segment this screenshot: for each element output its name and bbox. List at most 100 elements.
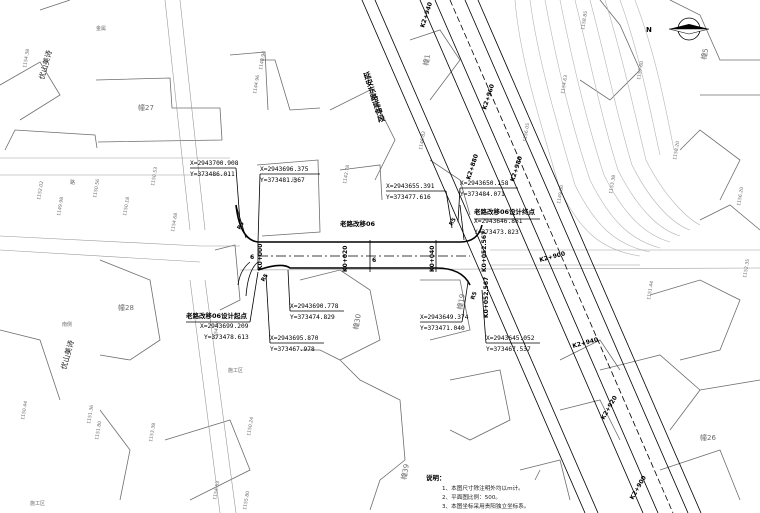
coord-7-y: Y=373478.613 xyxy=(204,334,249,341)
radius-3: R5 xyxy=(261,273,270,283)
end-label: 老路改移06设计终点 xyxy=(473,207,536,216)
notes-heading: 说明： xyxy=(426,473,446,482)
station-k2-900-b: K2+900 xyxy=(629,475,648,501)
station-k0-052-567-b: K0+052.567 xyxy=(483,277,490,318)
elevation-label: 1152.35 xyxy=(742,259,751,279)
coord-9-y: Y=373471.040 xyxy=(420,325,465,332)
relocated-road-06 xyxy=(235,204,483,286)
coord-7-x: X=2943699.209 xyxy=(200,323,249,330)
elevation-label: 1152.02 xyxy=(36,181,45,201)
elevation-label: 1154.53 xyxy=(212,481,221,501)
north-arrow-needle-icon xyxy=(669,24,709,29)
coord-6-y: Y=373474.829 xyxy=(290,314,335,321)
coord-8-x: X=2943695.870 xyxy=(270,335,319,342)
elevation-label: 1153.38 xyxy=(608,175,617,195)
elevation-label: 1156.05 xyxy=(522,123,531,143)
north-arrow-label: N xyxy=(646,26,652,34)
building-30: 幢30 xyxy=(351,313,363,330)
elevation-label: 1149.80 xyxy=(556,185,565,205)
road-title-text: 延安东路延伸段 xyxy=(361,69,387,124)
elevation-label: 1150.44 xyxy=(20,401,29,421)
radius-2: R5 xyxy=(449,217,458,227)
elevation-label: 1150.18 xyxy=(122,197,131,217)
radius-1: R5 xyxy=(237,221,246,231)
elevation-label: 1151.44 xyxy=(646,281,655,301)
station-k2-960: K2+960 xyxy=(481,83,496,110)
station-k0-000: K0+000 xyxy=(257,244,264,270)
coord-4-y: Y=373484.071 xyxy=(460,191,505,198)
coord-2-x: X=2943696.375 xyxy=(260,166,309,173)
north-arrow-needle-outline-icon xyxy=(668,28,710,35)
main-highway xyxy=(361,0,702,513)
building-27: 幢27 xyxy=(138,103,154,112)
station-labels: K0+000 K0+020 K0+040 K0+052.567 K0+052.5… xyxy=(257,1,648,501)
notes-block: 说明： 1、本图尺寸除注明外均以m计。 2、平面图比例：500。 3、本图坐标采… xyxy=(426,473,529,510)
elevation-label: 1148.94 xyxy=(258,51,267,71)
station-k2-900: K2+900 xyxy=(539,250,566,264)
note-1: 1、本图尺寸除注明外均以m计。 xyxy=(442,484,524,492)
coord-3-y: Y=373477.616 xyxy=(386,194,431,201)
elevation-label: 1158.20 xyxy=(672,141,681,161)
coordinate-labels: X=2943700.908 Y=373486.011 X=2943696.375… xyxy=(190,160,535,353)
elevation-label: 1150.53 xyxy=(150,167,159,187)
elevation-label: 1154.68 xyxy=(170,213,179,233)
elevation-label: 1158.85 xyxy=(580,11,589,31)
station-k2-980: K2+980 xyxy=(509,155,524,182)
elevation-label: 1153.38 xyxy=(148,423,157,443)
leader-lines xyxy=(186,167,540,344)
elevation-label: 1154.40 xyxy=(212,321,221,341)
small-label-6: 路 xyxy=(70,179,75,186)
building-28: 幢28 xyxy=(118,303,134,312)
area-west-mid: 优山美诗 xyxy=(58,338,76,370)
coord-4-x: X=2943650.158 xyxy=(460,180,509,187)
station-k0-052-567: K0+052.567 xyxy=(481,231,488,272)
route-label: 老路改移06 xyxy=(339,219,376,228)
small-label-1: 金属 xyxy=(96,25,106,32)
note-2: 2、平面图比例：500。 xyxy=(442,493,501,501)
elevation-label: 1146.82 xyxy=(418,131,427,151)
coord-8-y: Y=373467.978 xyxy=(270,346,315,353)
small-label-4: 施工区 xyxy=(30,500,45,507)
elevation-label: 1156.20 xyxy=(736,187,745,207)
elevation-label: 1149.98 xyxy=(56,197,65,217)
dim-width-1: 6 xyxy=(372,257,376,264)
elevation-label: 1142.78 xyxy=(342,165,351,185)
building-26: 幢26 xyxy=(700,433,716,442)
route-labels: 老路改移06 老路改移06设计终点 老路改移06设计起点 6 6 R5 R5 R… xyxy=(185,207,536,320)
coord-2-y: Y=373481.367 xyxy=(260,177,305,184)
station-k0-040: K0+040 xyxy=(429,246,436,272)
coord-10-y: Y=373467.537 xyxy=(486,346,531,353)
elevation-label: 1150.24 xyxy=(246,417,255,437)
coord-10-x: X=2943645.052 xyxy=(486,335,535,342)
elevation-label: 1144.96 xyxy=(252,75,261,95)
elevation-label: 1150.56 xyxy=(92,179,101,199)
station-k2-940: K2+940 xyxy=(419,1,434,28)
building-39: 幢39 xyxy=(399,463,411,480)
small-label-3: 施工区 xyxy=(228,367,243,374)
elevation-label: 1151.36 xyxy=(86,405,95,425)
elevation-label: 1154.38 xyxy=(22,49,31,69)
contour-lines xyxy=(514,0,701,257)
road-title: 延安东路延伸段 xyxy=(361,69,387,124)
small-label-2: 南侧 xyxy=(62,321,72,328)
note-3: 3、本图坐标采用贵阳独立坐标系。 xyxy=(442,502,529,510)
elevation-label: 1155.80 xyxy=(242,491,251,511)
coord-5-x: X=2943646.861 xyxy=(474,218,523,225)
start-label: 老路改移06设计起点 xyxy=(185,311,248,320)
coord-5-y: Y=373473.823 xyxy=(474,229,519,236)
elevation-label: 1154.63 xyxy=(560,75,569,95)
coord-1-y: Y=373486.011 xyxy=(190,171,235,178)
small-label-5: 砼 xyxy=(292,177,297,184)
coord-1-x: X=2943700.908 xyxy=(190,160,239,167)
coord-6-x: X=2943690.778 xyxy=(290,303,339,310)
building-19: 幢19 xyxy=(455,293,467,310)
station-k2-940-b: K2+940 xyxy=(572,336,599,350)
elevation-label: 1151.80 xyxy=(94,421,103,441)
coord-9-x: X=2943649.374 xyxy=(420,314,469,321)
radius-4: R5 xyxy=(470,291,478,301)
area-west-top: 优山美诗 xyxy=(36,48,54,80)
